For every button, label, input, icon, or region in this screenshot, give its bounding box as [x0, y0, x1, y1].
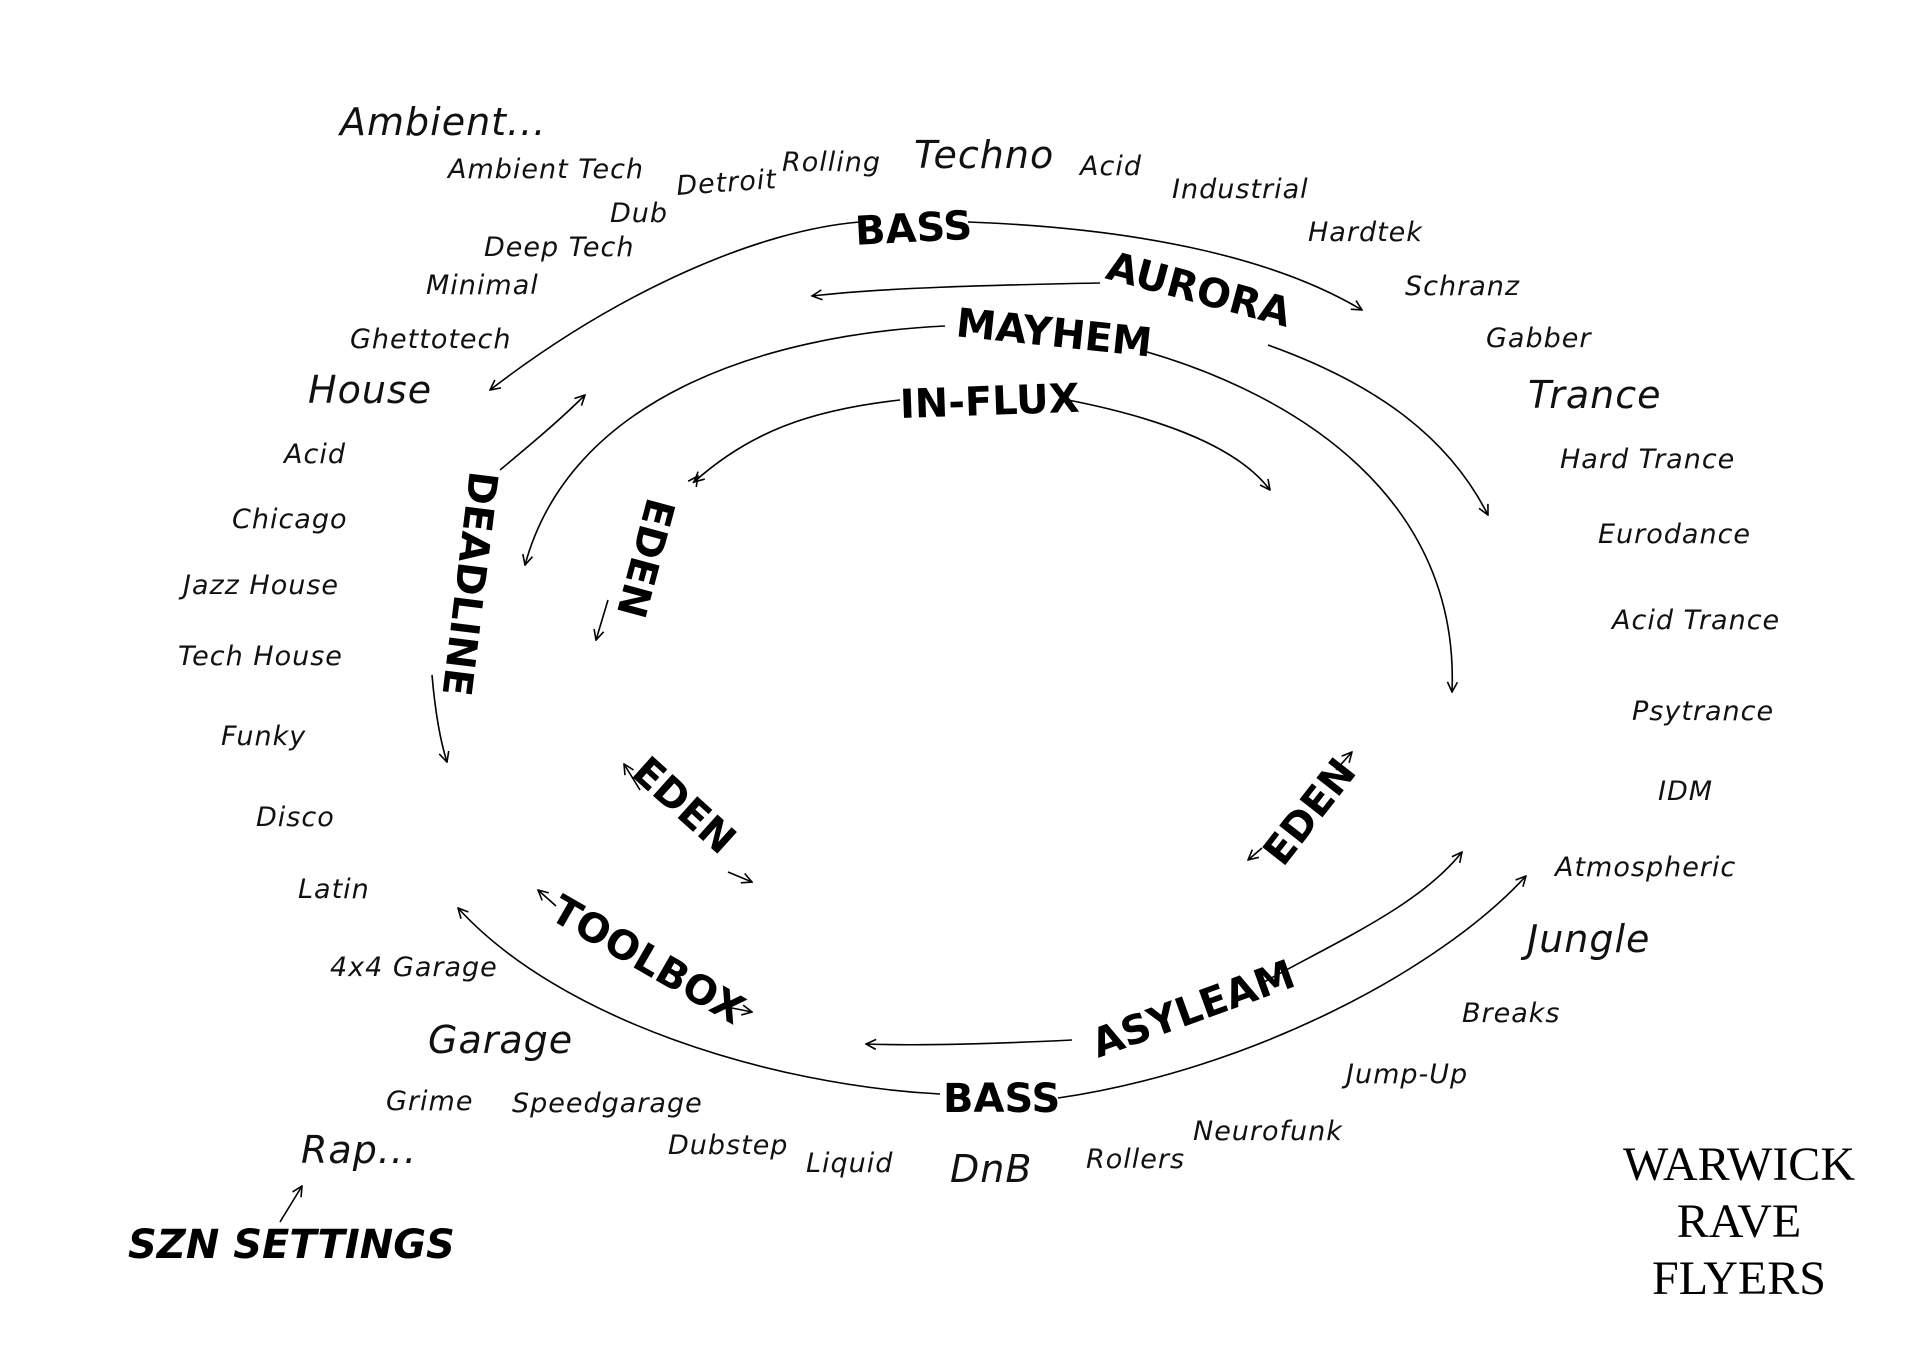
- genre-detroit: Detroit: [675, 164, 778, 202]
- genre-speedgarage: Speedgarage: [512, 1088, 703, 1119]
- night-bass-top: BASS: [854, 203, 974, 255]
- genre-atmospheric: Atmospheric: [1553, 852, 1736, 883]
- genre-4x4-garage: 4x4 Garage: [330, 952, 498, 983]
- genre-funky: Funky: [221, 721, 306, 752]
- genre-neurofunk: Neurofunk: [1193, 1116, 1343, 1147]
- night-in-flux: IN-FLUX: [899, 376, 1080, 428]
- genre-major-ambient: Ambient...: [337, 100, 546, 144]
- toolbox-arc-right: [731, 1008, 752, 1012]
- genre-major-dnb: DnB: [950, 1147, 1032, 1191]
- genre-dub: Dub: [610, 198, 668, 229]
- genre-eurodance: Eurodance: [1598, 519, 1751, 550]
- night-toolbox: TOOLBOX: [543, 887, 752, 1034]
- mayhem-arc-left: [525, 325, 946, 565]
- szn-settings-label: SZN SETTINGS: [128, 1222, 455, 1268]
- genre-deep-tech: Deep Tech: [484, 232, 634, 263]
- night-deadline: DEADLINE: [433, 469, 506, 699]
- bass-top-arc: [490, 221, 861, 390]
- genre-rollers: Rollers: [1086, 1144, 1185, 1175]
- genre-major-garage: Garage: [428, 1018, 573, 1062]
- eden-upper-arc-bottom: [596, 599, 609, 640]
- brand-line-3: FLYERS: [1652, 1252, 1826, 1305]
- genre-acid-techno: Acid: [1078, 151, 1142, 182]
- genre-jump-up: Jump-Up: [1341, 1059, 1468, 1090]
- night-bass-bottom: BASS: [943, 1076, 1060, 1122]
- genre-psytrance: Psytrance: [1632, 696, 1774, 727]
- asyleam-arc-left: [866, 1040, 1073, 1045]
- eden-lower-arc-left: [624, 764, 641, 791]
- in-flux-arc-left: [694, 399, 901, 482]
- genre-industrial: Industrial: [1172, 174, 1309, 205]
- night-eden-right: EDEN: [1255, 750, 1366, 874]
- eden-right-arc-top: [1335, 752, 1352, 771]
- bass-top-arc-right: [967, 221, 1362, 310]
- genre-rolling: Rolling: [782, 147, 881, 178]
- genre-ghettotech: Ghettotech: [350, 324, 512, 355]
- genre-acid-trance: Acid Trance: [1610, 605, 1780, 636]
- genre-hard-trance: Hard Trance: [1560, 444, 1735, 475]
- genre-breaks: Breaks: [1462, 998, 1560, 1029]
- eden-right-arc-bottom: [1248, 847, 1263, 860]
- genre-hardtek: Hardtek: [1308, 217, 1423, 248]
- deadline-arc-bottom: [431, 674, 447, 762]
- genre-liquid: Liquid: [806, 1148, 893, 1179]
- brand-line-1: WARWICK: [1623, 1138, 1855, 1191]
- eden-upper-arc-top: [693, 476, 698, 483]
- genre-major-techno: Techno: [914, 133, 1054, 177]
- genre-chicago: Chicago: [232, 504, 348, 535]
- toolbox-arc-left: [538, 890, 557, 907]
- bass-bottom-arc-right: [1057, 876, 1526, 1099]
- aurora-arc-left: [812, 282, 1101, 296]
- genre-tech-house: Tech House: [178, 641, 343, 672]
- genre-jazz-house: Jazz House: [178, 570, 339, 601]
- genre-disco: Disco: [256, 802, 335, 833]
- genre-grime: Grime: [386, 1086, 473, 1117]
- night-mayhem: MAYHEM: [954, 300, 1154, 366]
- genre-major-trance: Trance: [1528, 373, 1662, 417]
- in-flux-arc-right: [1067, 399, 1270, 490]
- aurora-arc-right: [1267, 344, 1488, 515]
- genre-minimal: Minimal: [426, 270, 539, 301]
- genre-major-house: House: [308, 368, 432, 412]
- asyleam-arc-right: [1263, 852, 1462, 983]
- genre-schranz: Schranz: [1405, 271, 1520, 302]
- night-eden-lower-left: EDEN: [623, 748, 744, 863]
- genre-major-jungle: Jungle: [1520, 917, 1650, 961]
- genre-dubstep: Dubstep: [668, 1130, 788, 1161]
- eden-lower-arc-right: [727, 871, 752, 882]
- genre-acid-house: Acid: [282, 439, 346, 470]
- brand-line-2: RAVE: [1677, 1195, 1801, 1248]
- genre-latin: Latin: [298, 874, 370, 905]
- genre-gabber: Gabber: [1486, 323, 1592, 354]
- deadline-arc-top: [499, 395, 585, 471]
- night-asyleam: ASYLEAM: [1086, 952, 1301, 1068]
- szn-pointer-arc: [279, 1186, 302, 1223]
- genre-ambient-tech: Ambient Tech: [446, 154, 644, 185]
- bass-bottom-arc-left: [458, 908, 941, 1095]
- night-eden-upper: EDEN: [607, 493, 683, 622]
- mayhem-arc-right: [1139, 349, 1452, 692]
- genre-major-rap: Rap...: [301, 1128, 417, 1172]
- genre-idm: IDM: [1658, 776, 1713, 807]
